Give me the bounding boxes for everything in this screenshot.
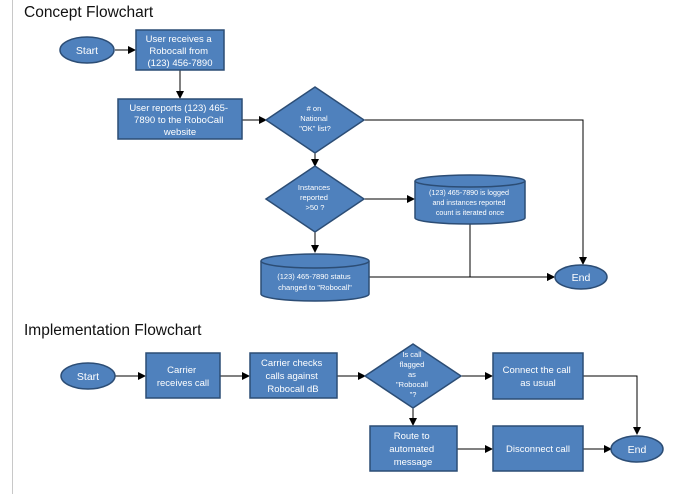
carrier-checks-line-1: Carrier checks	[261, 358, 322, 369]
svg-text:Is call flagged as: Is call flagged as "Robocall "?	[396, 350, 430, 399]
logged-line-3: count is iterated once	[436, 208, 504, 217]
svg-text:Carrier receives call: Carrier receives call	[157, 365, 209, 389]
report-line-1: User reports (123) 465-	[129, 103, 228, 114]
svg-text:Disconnect call: Disconnect call	[506, 444, 570, 455]
flagged-line-2: flagged	[400, 360, 425, 369]
flagged-line-3: as	[408, 370, 416, 379]
carrier-receives-line-1: Carrier	[167, 365, 196, 376]
instances-line-3: >50 ?	[306, 203, 325, 212]
receive-line-1: User receives a	[146, 34, 213, 45]
impl-end-ellipse	[610, 435, 664, 463]
impl-end-label: End	[628, 444, 647, 456]
route-line-2: automated	[389, 444, 434, 455]
carrier-receives-line-2: receives call	[157, 378, 209, 389]
svg-text:User receives a Robocall f: User receives a Robocall from (123) 456-…	[146, 34, 215, 69]
oklist-line-3: "OK" list?	[299, 124, 331, 133]
flagged-line-4: "Robocall	[396, 380, 428, 389]
report-process-box	[117, 98, 243, 140]
svg-text:Route to automated mes: Route to automated message	[389, 431, 437, 468]
impl-start-ellipse	[60, 362, 116, 390]
oklist-line-2: National	[300, 114, 328, 123]
carrier-checks-box	[249, 352, 338, 399]
edge-logged-to-end	[469, 222, 555, 281]
connect-line-1: Connect the call	[503, 365, 571, 376]
svg-text:(123) 465-7890 status chan: (123) 465-7890 status changed to "Roboca…	[277, 272, 352, 292]
implementation-connectors	[115, 372, 641, 453]
svg-text:End: End	[628, 444, 647, 456]
logged-line-1: (123) 465-7890 is logged	[429, 188, 509, 197]
route-line-3: message	[394, 457, 433, 468]
impl-start-label: Start	[77, 371, 99, 383]
svg-text:Instances reported >50: Instances reported >50 ?	[298, 183, 332, 212]
route-message-box	[369, 425, 458, 472]
concept-end-ellipse	[554, 264, 608, 290]
svg-text:End: End	[572, 272, 591, 284]
connect-call-box	[492, 352, 584, 400]
concept-start-label: Start	[76, 45, 98, 57]
oklist-decision	[264, 86, 366, 154]
concept-end-label: End	[572, 272, 591, 284]
edge-oklist-to-end	[364, 119, 587, 265]
status-line-2: changed to "Robocall"	[278, 283, 352, 292]
instances-line-2: reported	[300, 193, 328, 202]
svg-text:Connect the call as usual: Connect the call as usual	[503, 365, 574, 389]
flagged-line-1: Is call	[402, 350, 422, 359]
status-line-1: (123) 465-7890 status	[277, 272, 351, 281]
logged-datastore	[414, 174, 526, 225]
report-line-3: website	[163, 127, 196, 138]
receive-line-3: (123) 456-7890	[148, 58, 213, 69]
svg-text:Start: Start	[77, 371, 99, 383]
concept-flowchart-title: Concept Flowchart	[24, 4, 154, 21]
logged-line-2: and instances reported	[432, 198, 505, 207]
svg-text:(123) 465-7890 is logged a: (123) 465-7890 is logged and instances r…	[429, 188, 511, 217]
status-datastore	[260, 253, 370, 302]
report-line-2: 7890 to the RoboCall	[134, 115, 223, 126]
flagged-decision	[363, 343, 463, 409]
disconnect-label: Disconnect call	[506, 444, 570, 455]
route-line-1: Route to	[394, 431, 430, 442]
carrier-checks-line-3: Robocall dB	[267, 384, 318, 395]
svg-text:Carrier checks calls again: Carrier checks calls against Robocall dB	[261, 358, 325, 395]
connect-line-2: as usual	[520, 378, 555, 389]
svg-text:# on National "OK" lis: # on National "OK" list?	[299, 104, 331, 133]
edge-connect-to-end	[583, 375, 641, 435]
flagged-line-5: "?	[410, 390, 417, 399]
receive-process-box	[135, 29, 225, 71]
implementation-flowchart-title: Implementation Flowchart	[24, 322, 202, 339]
carrier-receives-box	[145, 352, 221, 399]
receive-line-2: Robocall from	[149, 46, 208, 57]
instances-decision	[264, 165, 366, 233]
svg-text:User reports (123) 465- 78: User reports (123) 465- 7890 to the Robo…	[129, 103, 230, 138]
disconnect-call-box	[492, 425, 584, 472]
oklist-line-1: # on	[307, 104, 322, 113]
concept-start-ellipse	[59, 36, 115, 64]
frame-border-line	[12, 0, 13, 494]
instances-line-1: Instances	[298, 183, 330, 192]
carrier-checks-line-2: calls against	[266, 371, 319, 382]
svg-text:Start: Start	[76, 45, 98, 57]
concept-connectors	[115, 46, 587, 281]
